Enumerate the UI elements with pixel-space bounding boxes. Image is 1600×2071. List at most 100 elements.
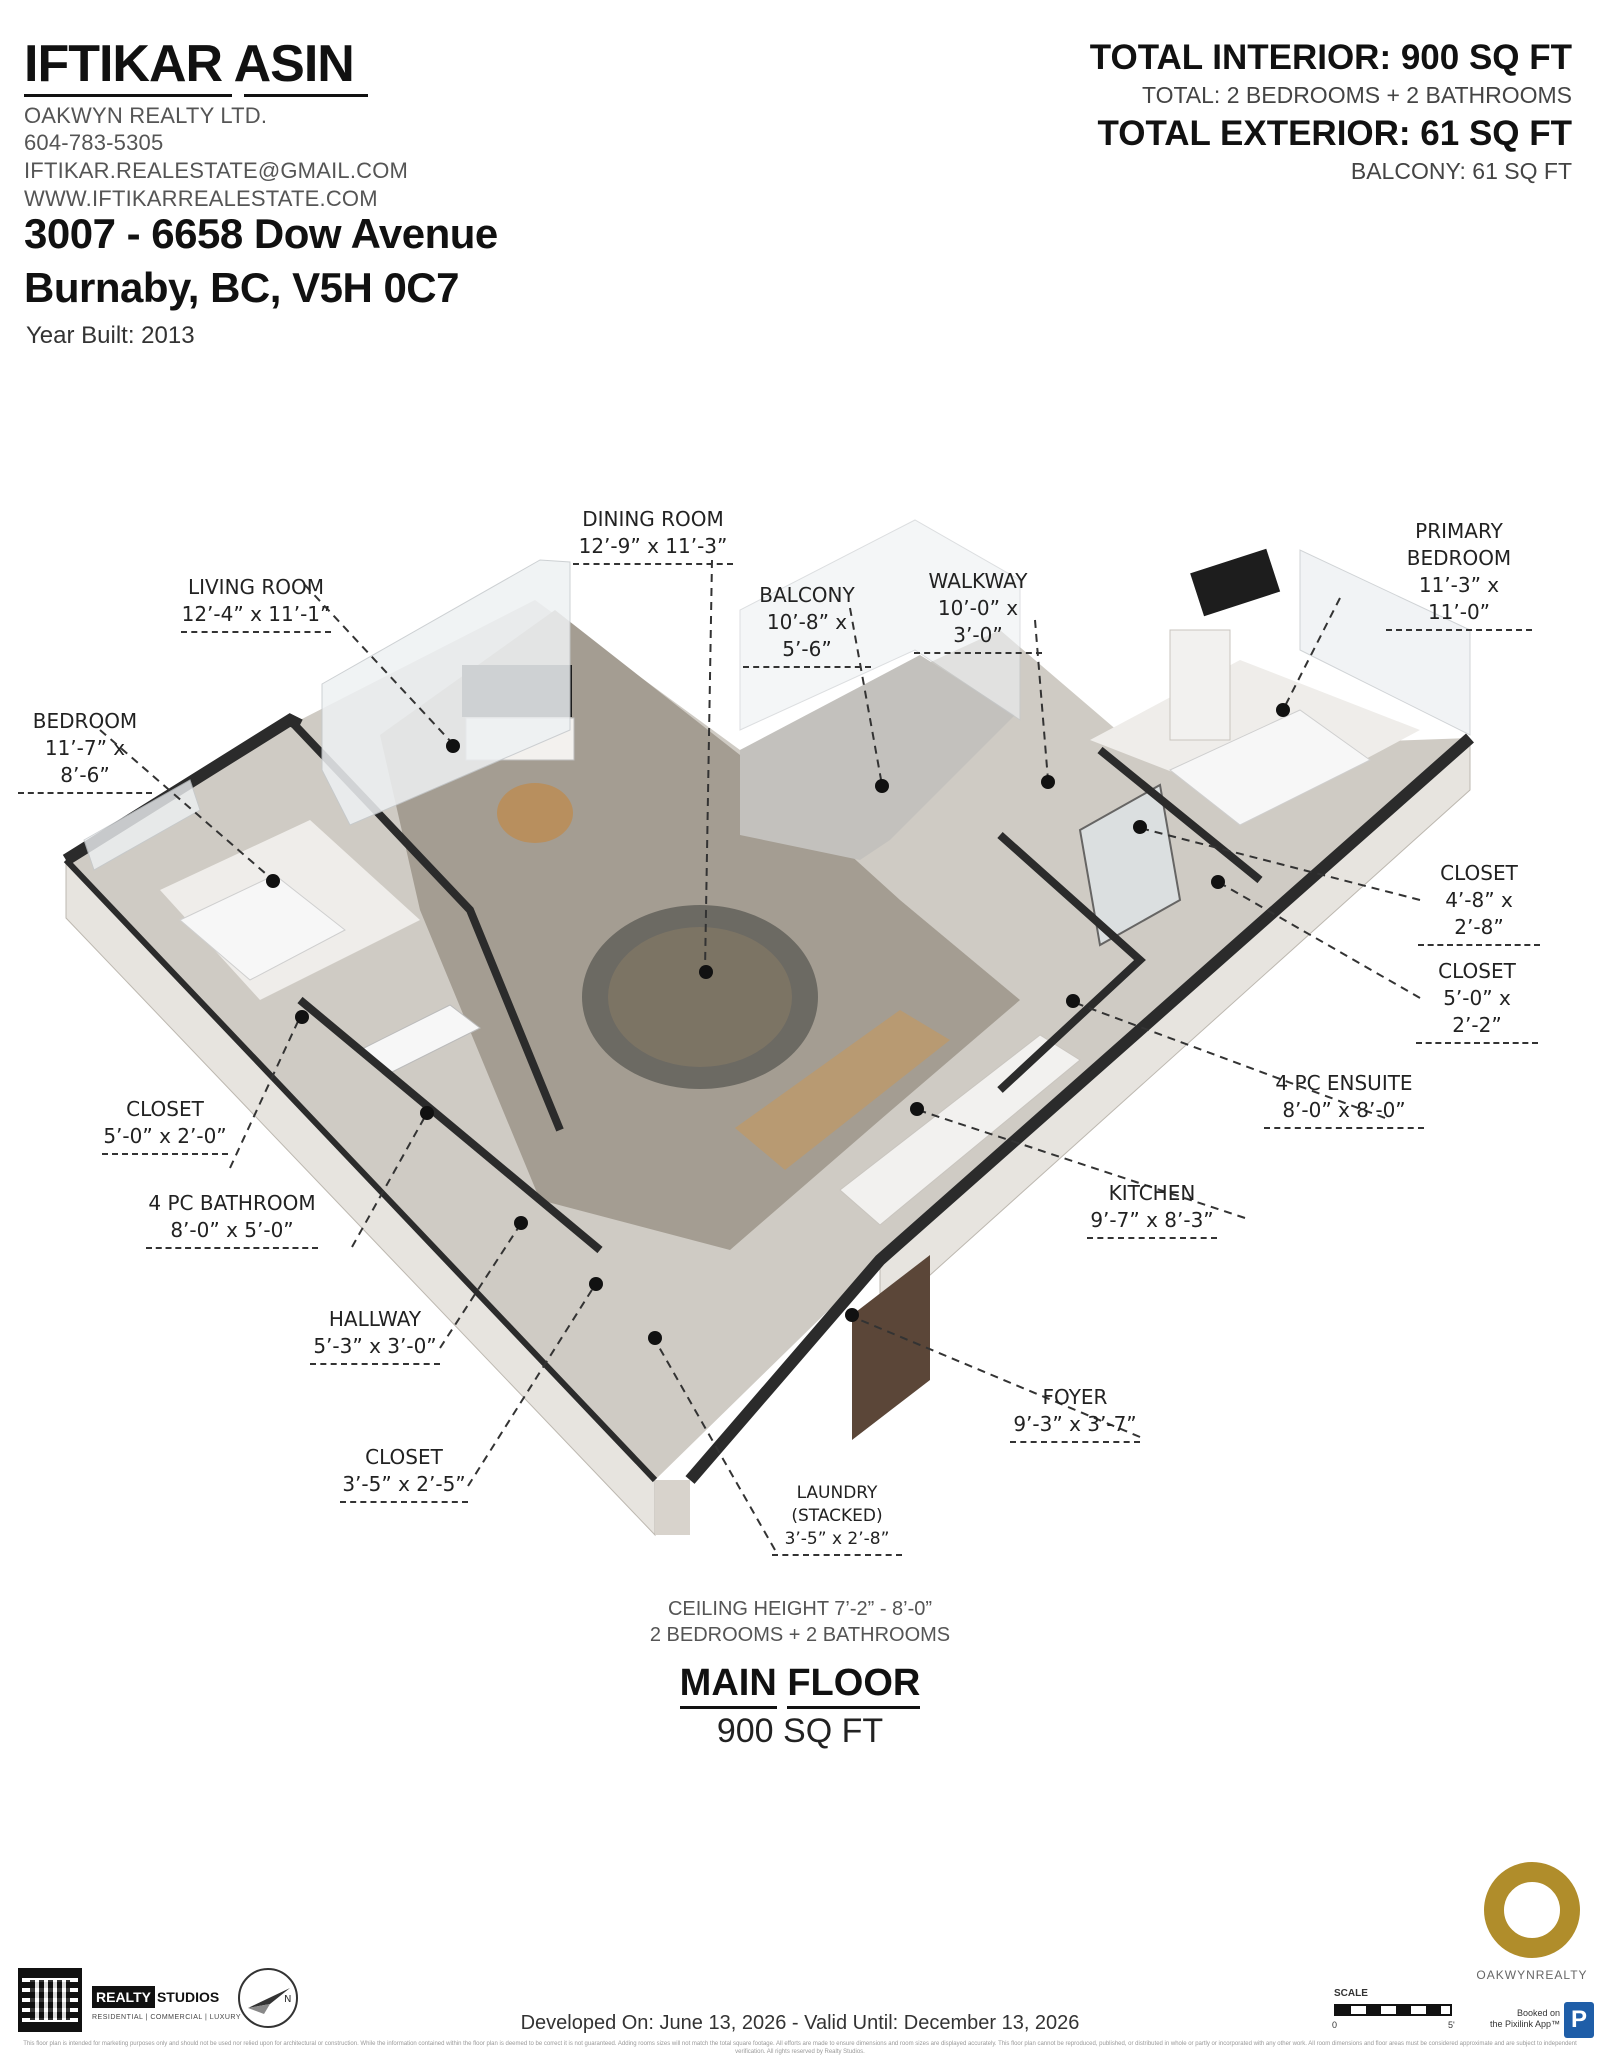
leader-line-closet-b [1219, 882, 1421, 999]
pixilink-app-icon[interactable]: P [1564, 2002, 1594, 2038]
room-dimensions: 3’-5” x 2’-8” [772, 1528, 902, 1556]
disclaimer: This floor plan is intended for marketin… [23, 2041, 1577, 2056]
room-marker-kitchen[interactable] [910, 1102, 924, 1116]
room-marker-bedroom[interactable] [266, 874, 280, 888]
realty-studios-logo: REALTY STUDIOS [92, 1984, 219, 2010]
tv-primary [1190, 548, 1281, 617]
scale-end: 5' [1448, 2020, 1455, 2030]
qr-code-pattern [30, 1980, 70, 2020]
room-label-ensuite: 4 PC ENSUITE 8’-0” x 8’-0” [1264, 1070, 1424, 1129]
compass-needle-icon: N [248, 1988, 291, 2014]
leader-line-dining [704, 559, 713, 971]
room-marker-bathroom[interactable] [420, 1106, 434, 1120]
agent-last-name: ASIN [233, 35, 355, 93]
room-marker-closet-b[interactable] [1211, 875, 1225, 889]
realty-studios-tagline: RESIDENTIAL | COMMERCIAL | LUXURY [92, 2014, 242, 2021]
balcony-floor [740, 655, 1015, 860]
room-label-closet-d: CLOSET 3’-5” x 2’-5” [340, 1444, 468, 1503]
room-label-closet-c: CLOSET 5’-0” x 2’-0” [102, 1096, 228, 1155]
room-dimensions: 8’-0” x 5’-0” [146, 1217, 318, 1249]
room-name: 4 PC BATHROOM [148, 1191, 316, 1215]
pixilink-text-2: the Pixilink App™ [1489, 2019, 1560, 2030]
room-marker-laundry[interactable] [648, 1331, 662, 1345]
leader-line-walkway [1034, 619, 1049, 781]
room-dimensions: 11’-3” x 11’-0” [1386, 572, 1532, 631]
agent-phone[interactable]: 604-783-5305 [24, 130, 164, 155]
agent-email[interactable]: IFTIKAR.REALESTATE@GMAIL.COM [24, 158, 409, 183]
total-exterior-detail: BALCONY: 61 SQ FT [1350, 158, 1572, 184]
room-name: 4 PC ENSUITE [1275, 1071, 1413, 1095]
room-markers [99, 559, 1421, 1551]
room-marker-closet-d[interactable] [589, 1277, 603, 1291]
room-marker-primary[interactable] [1276, 703, 1290, 717]
floor-title-main: MAIN [679, 1662, 777, 1709]
window-living [321, 559, 571, 826]
agent-name-underline [24, 94, 232, 97]
wall-caps-interior-4 [1097, 746, 1263, 884]
room-label-balcony: BALCONY 10’-8” x 5’-6” [743, 582, 871, 668]
room-marker-foyer[interactable] [845, 1308, 859, 1322]
ceiling-height: CEILING HEIGHT 7’-2” - 8’-0” [667, 1598, 933, 1620]
realty-studios-word: STUDIOS [156, 1989, 220, 2005]
ottoman [497, 783, 573, 843]
room-label-bedroom: BEDROOM 11’-7” x 8’-6” [18, 708, 152, 794]
room-marker-closet-c[interactable] [295, 1010, 309, 1024]
room-dimensions: 10’-8” x 5’-6” [743, 609, 871, 668]
room-marker-balcony[interactable] [875, 779, 889, 793]
room-label-dining: DINING ROOM 12’-9” x 11’-3” [573, 506, 733, 565]
room-name: WALKWAY [928, 569, 1028, 593]
agent-name: IFTIKAR ASIN [24, 34, 355, 94]
leader-line-closet-d [467, 1284, 596, 1487]
room-dimensions: 8’-0” x 8’-0” [1264, 1097, 1424, 1129]
room-name: BEDROOM [1406, 546, 1512, 570]
room-name: CLOSET [365, 1445, 443, 1469]
room-label-laundry: LAUNDRY (STACKED) 3’-5” x 2’-8” [772, 1482, 902, 1556]
room-label-living: LIVING ROOM 12’-4” x 11’-1” [181, 574, 331, 633]
primary-bed [1169, 709, 1371, 826]
room-dimensions: 11’-7” x 8’-6” [18, 735, 152, 794]
room-marker-closet-a[interactable] [1133, 820, 1147, 834]
agent-website[interactable]: WWW.IFTIKARREALESTATE.COM [24, 186, 378, 211]
pixilink-text: Booked on the Pixilink App™ [1470, 2008, 1560, 2031]
scale-label: SCALE [1334, 1988, 1368, 1999]
room-marker-hallway[interactable] [514, 1216, 528, 1230]
room-dimensions: 4’-8” x 2’-8” [1418, 887, 1540, 946]
room-name: LAUNDRY [796, 1483, 878, 1503]
pixilink-text-1: Booked on [1516, 2008, 1560, 2018]
wall-caps-left [63, 857, 658, 1483]
wall-caps-right [685, 733, 1474, 1484]
room-dimensions: 5’-3” x 3’-0” [310, 1333, 440, 1365]
wall-caps-interior-3 [997, 832, 1146, 1093]
dresser [1169, 629, 1231, 741]
bedroom-bed [179, 874, 346, 981]
room-name: (STACKED) [791, 1505, 883, 1526]
room-marker-dining[interactable] [699, 965, 713, 979]
leader-line-laundry [654, 1339, 776, 1551]
room-name: CLOSET [126, 1097, 204, 1121]
compass-north-label: N [284, 1994, 291, 2005]
agent-first-name: IFTIKAR [24, 35, 223, 93]
room-dimensions: 9’-7” x 8’-3” [1087, 1207, 1217, 1239]
agent-name-underline [244, 94, 368, 97]
room-dimensions: 10’-0” x 3’-0” [914, 595, 1042, 654]
room-label-closet-b: CLOSET 5’-0” x 2’-2” [1416, 958, 1538, 1044]
floor-area: 900 SQ FT [716, 1712, 884, 1750]
scale-bar [1334, 2004, 1452, 2016]
room-dimensions: 12’-4” x 11’-1” [181, 601, 331, 633]
room-marker-walkway[interactable] [1041, 775, 1055, 789]
room-label-closet-a: CLOSET 4’-8” x 2’-8” [1418, 860, 1540, 946]
address-line-1: 3007 - 6658 Dow Avenue [24, 210, 498, 257]
room-name: PRIMARY [1415, 519, 1503, 543]
scale-start: 0 [1332, 2020, 1338, 2030]
dining-rug-inner [608, 927, 792, 1067]
window-balcony [739, 519, 1021, 731]
room-name: FOYER [1042, 1385, 1108, 1409]
room-marker-living[interactable] [446, 739, 460, 753]
entry-door[interactable] [852, 1255, 930, 1440]
floor-plan-illustration [62, 519, 1474, 1551]
address-line-2: Burnaby, BC, V5H 0C7 [24, 264, 460, 311]
room-label-primary: PRIMARY BEDROOM 11’-3” x 11’-0” [1386, 518, 1532, 631]
room-marker-ensuite[interactable] [1066, 994, 1080, 1008]
compass-icon: N [238, 1968, 298, 2028]
developed-date: Developed On: June 13, 2026 - Valid Unti… [520, 2012, 1080, 2034]
